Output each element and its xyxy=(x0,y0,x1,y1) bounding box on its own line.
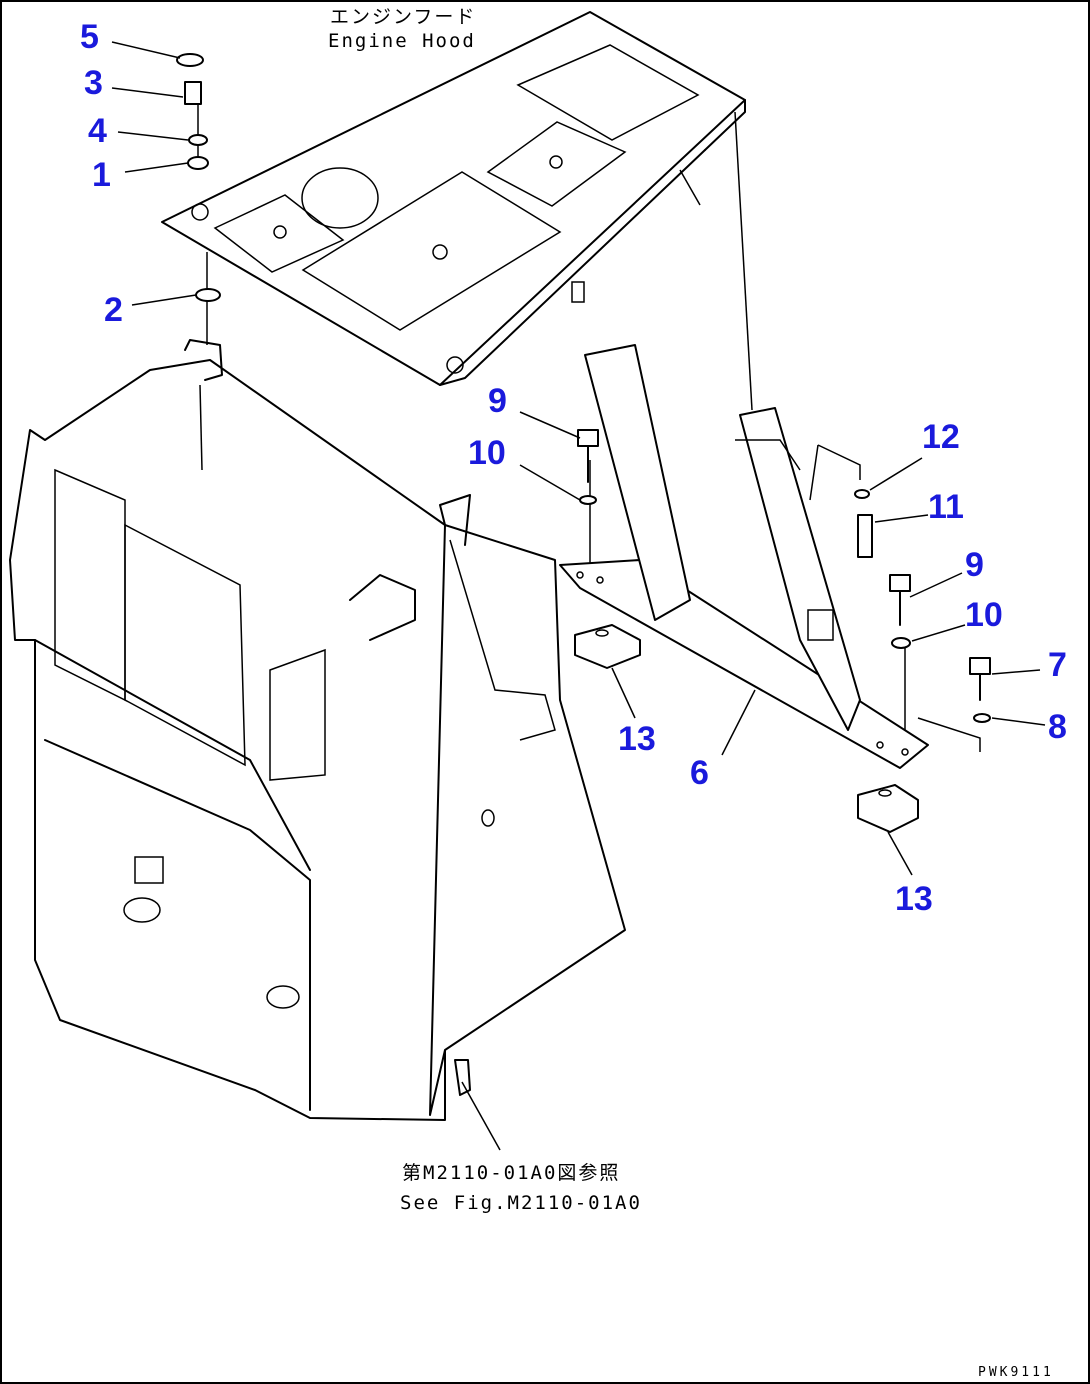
support-bracket xyxy=(559,344,929,769)
callout-2: 2 xyxy=(104,291,123,329)
engine-hood-panel xyxy=(161,11,746,386)
bolt-11 xyxy=(857,514,873,558)
washer-4 xyxy=(188,134,208,146)
callout-9-right: 9 xyxy=(965,546,984,584)
drawing-code: PWK9111 xyxy=(978,1365,1054,1380)
vent-grille xyxy=(273,155,563,260)
bolt-9b xyxy=(889,574,911,592)
callout-13-right: 13 xyxy=(895,880,933,918)
washer-1 xyxy=(187,156,209,170)
callout-9-left: 9 xyxy=(488,382,507,420)
mounting-block-left xyxy=(574,624,641,669)
see-fig-label-jp: 第M2110-01A0図参照 xyxy=(402,1162,621,1184)
washer-12 xyxy=(854,489,870,499)
callout-1: 1 xyxy=(92,156,111,194)
callout-10-right: 10 xyxy=(965,596,1003,634)
callout-7: 7 xyxy=(1048,646,1067,684)
assembly-lines xyxy=(197,88,981,752)
engine-hood-label-jp: エンジンフード xyxy=(330,6,477,28)
bolt-7 xyxy=(969,657,991,675)
engine-hood-label-en: Engine Hood xyxy=(328,30,476,52)
bolt-9a xyxy=(577,429,599,447)
callout-13-left: 13 xyxy=(618,720,656,758)
washer-8 xyxy=(973,713,991,723)
washer-10b xyxy=(891,637,911,649)
bolt-3 xyxy=(184,81,202,105)
callout-10-left: 10 xyxy=(468,434,506,472)
callout-12: 12 xyxy=(922,418,960,456)
washer-2 xyxy=(195,288,221,302)
callout-8: 8 xyxy=(1048,708,1067,746)
callout-5: 5 xyxy=(80,18,99,56)
washer-10a xyxy=(579,495,597,505)
radiator-guard-body xyxy=(9,339,626,1121)
callout-6: 6 xyxy=(690,754,709,792)
callout-11: 11 xyxy=(928,488,964,526)
mounting-block-right xyxy=(857,784,919,833)
cap-5 xyxy=(176,53,204,67)
leader-lines xyxy=(111,41,1046,1151)
callout-3: 3 xyxy=(84,64,103,102)
hardware xyxy=(176,53,991,1096)
callout-4: 4 xyxy=(88,112,107,150)
see-fig-label-en: See Fig.M2110-01A0 xyxy=(400,1192,642,1214)
